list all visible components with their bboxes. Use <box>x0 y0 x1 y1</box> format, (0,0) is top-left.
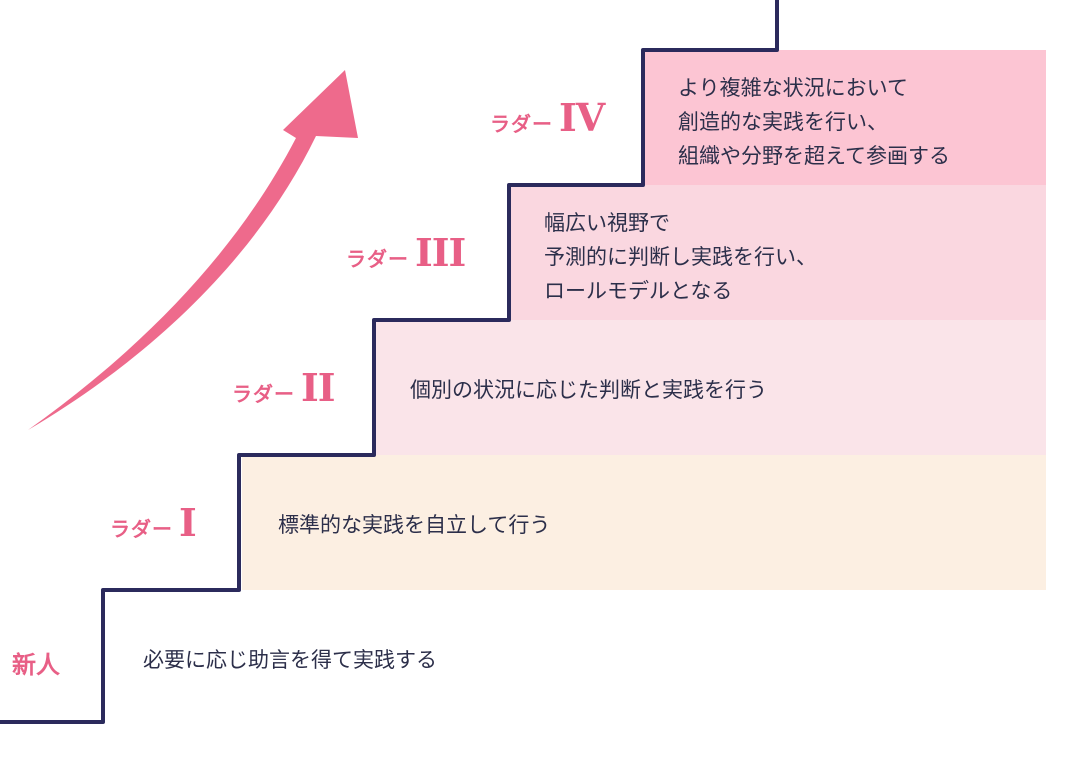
step-description-newcomer: 必要に応じ助言を得て実践する <box>143 643 437 677</box>
step-description-ladder-2: 個別の状況に応じた判断と実践を行う <box>410 373 767 407</box>
step-description-ladder-1: 標準的な実践を自立して行う <box>278 508 550 542</box>
ladder-prefix: ラダー <box>490 112 553 136</box>
description-line: 創造的な実践を行い、 <box>678 110 888 134</box>
step-description-ladder-3: 幅広い視野で 予測的に判断し実践を行い、 ロールモデルとなる <box>544 206 817 308</box>
staircase-outline <box>0 0 779 724</box>
ladder-prefix: ラダー <box>346 247 409 271</box>
description-line: 必要に応じ助言を得て実践する <box>143 648 437 672</box>
step-description-ladder-4: より複雑な状況において 創造的な実践を行い、 組織や分野を超えて参画する <box>678 71 950 173</box>
description-line: 個別の状況に応じた判断と実践を行う <box>410 378 767 402</box>
step-label-text: 新人 <box>12 651 60 679</box>
ladder-numeral: I <box>179 500 197 545</box>
description-line: 組織や分野を超えて参画する <box>678 144 950 168</box>
curved-up-arrow-icon <box>28 70 358 430</box>
step-label-newcomer: 新人 <box>12 645 60 680</box>
ladder-numeral: II <box>301 365 336 410</box>
description-line: ロールモデルとなる <box>544 279 733 303</box>
ladder-numeral: IV <box>559 95 605 140</box>
description-line: 予測的に判断し実践を行い、 <box>544 245 817 269</box>
step-band-ladder-2 <box>376 320 1046 455</box>
step-label-ladder-1: ラダー I <box>110 500 197 545</box>
description-line: 幅広い視野で <box>544 211 670 235</box>
ladder-prefix: ラダー <box>232 382 295 406</box>
step-band-ladder-4 <box>645 50 1046 185</box>
step-band-ladder-1 <box>242 455 1046 590</box>
description-line: 標準的な実践を自立して行う <box>278 513 551 537</box>
step-band-ladder-3 <box>511 185 1046 320</box>
ladder-prefix: ラダー <box>110 517 173 541</box>
step-label-ladder-4: ラダー IV <box>490 95 605 140</box>
description-line: より複雑な状況において <box>678 76 908 100</box>
ladder-numeral: III <box>415 230 466 275</box>
step-label-ladder-3: ラダー III <box>346 230 466 275</box>
step-label-ladder-2: ラダー II <box>232 365 336 410</box>
